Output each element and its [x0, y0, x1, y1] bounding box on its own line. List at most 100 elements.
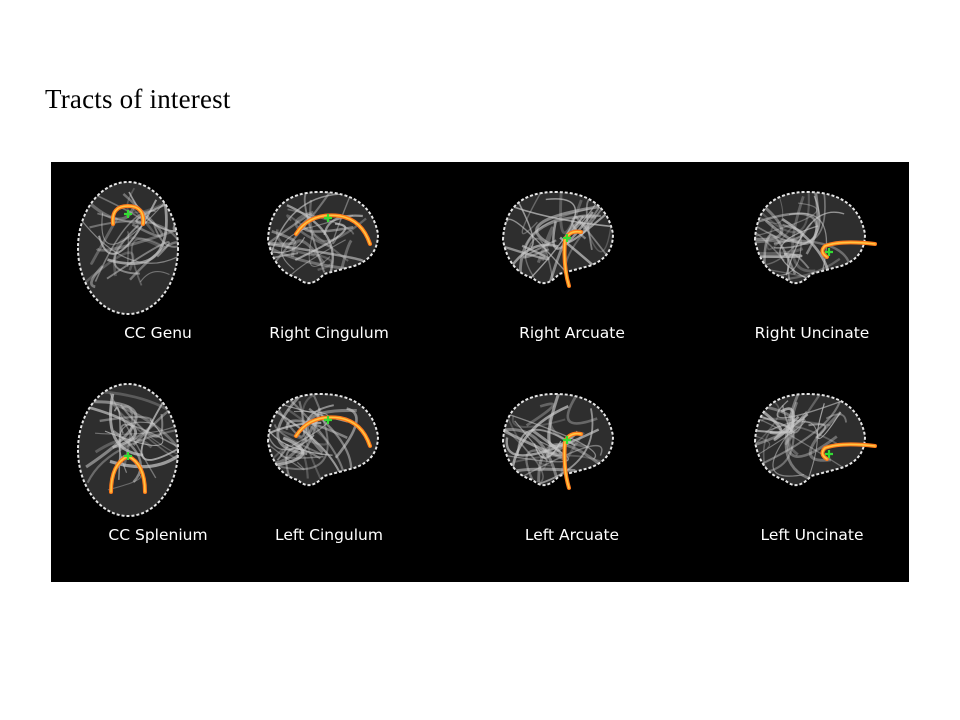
fiber-streak — [526, 408, 594, 486]
fiber-streak — [755, 419, 806, 460]
tractography-figure: CC Genu Right Cingulum Right Arcuate Rig… — [51, 162, 909, 582]
fiber-streak — [548, 221, 589, 284]
fiber-streak — [152, 221, 178, 248]
fiber-streak — [130, 237, 166, 286]
fiber-streak — [511, 415, 566, 428]
fiber-streak — [755, 202, 818, 238]
seed-marker — [825, 248, 833, 256]
fiber-streak — [538, 423, 552, 472]
fiber-streak — [816, 403, 842, 439]
fiber-streak — [84, 198, 135, 221]
fiber-streak — [503, 411, 596, 460]
figure-panel-left-uncinate: Left Uncinate — [705, 364, 909, 574]
tract-highlight — [295, 214, 371, 245]
fiber-streak — [98, 199, 158, 255]
white-matter-texture — [755, 192, 852, 284]
fiber-streak — [548, 415, 588, 449]
fiber-streak — [780, 407, 795, 435]
fiber-streak — [130, 206, 155, 234]
fiber-streak — [495, 421, 502, 448]
fiber-streak — [95, 220, 178, 252]
fiber-streak — [525, 402, 555, 427]
fiber-streak — [580, 203, 607, 236]
fiber-streak — [113, 224, 140, 275]
fiber-streak — [755, 192, 810, 234]
tract-highlight — [563, 432, 582, 489]
fiber-streak — [786, 253, 810, 281]
fiber-streak — [84, 251, 135, 284]
fiber-streak — [755, 247, 804, 256]
fiber-streak — [566, 209, 612, 244]
fiber-streak — [80, 219, 178, 264]
fiber-streak — [773, 413, 809, 441]
fiber-streak — [290, 239, 326, 265]
figure-panel-right-cingulum: Right Cingulum — [222, 162, 436, 372]
figure-panel-right-uncinate: Right Uncinate — [705, 162, 909, 372]
fiber-streak — [268, 436, 305, 469]
fiber-streak — [286, 214, 349, 262]
seed-marker — [324, 214, 332, 222]
fiber-streak — [521, 192, 542, 235]
fiber-streak — [139, 270, 170, 283]
seed-marker — [563, 436, 571, 444]
fiber-streak — [755, 229, 785, 262]
fiber-streak — [278, 395, 329, 471]
fiber-streak — [533, 440, 562, 459]
fiber-streak — [126, 231, 130, 267]
fiber-streak — [276, 444, 289, 461]
tract-highlight — [821, 443, 876, 460]
fiber-streak — [268, 411, 333, 456]
fiber-streak — [280, 450, 324, 459]
fiber-streak — [88, 389, 178, 438]
seed-marker — [563, 234, 571, 242]
seed-marker — [124, 210, 132, 218]
fiber-streak — [106, 241, 170, 280]
tract-highlight — [111, 205, 145, 225]
fiber-streak — [286, 204, 334, 274]
fiber-streak — [273, 424, 324, 456]
fiber-streak — [120, 423, 178, 460]
fiber-streak — [268, 252, 299, 263]
brain-slice-cc-splenium — [77, 383, 190, 517]
fiber-streak — [140, 429, 178, 456]
fiber-streak — [301, 394, 330, 481]
fiber-streak — [294, 222, 347, 261]
fiber-streak — [559, 192, 583, 235]
brain-slice-right-cingulum — [266, 190, 380, 285]
fiber-streak — [184, 434, 190, 479]
figure-panel-left-cingulum: Left Cingulum — [222, 364, 436, 574]
panel-label-right-arcuate: Right Arcuate — [519, 324, 625, 342]
fiber-streak — [776, 395, 855, 419]
fiber-streak — [505, 428, 600, 457]
brain-slice-left-uncinate — [753, 392, 877, 487]
fiber-streak — [119, 404, 164, 438]
fiber-streak — [785, 211, 845, 276]
fiber-streak — [268, 418, 319, 465]
fiber-streak — [515, 197, 534, 248]
fiber-streak — [566, 395, 598, 425]
fiber-streak — [773, 195, 821, 249]
fiber-streak — [268, 236, 306, 254]
figure-panel-left-arcuate: Left Arcuate — [465, 364, 679, 574]
fiber-streak — [525, 449, 568, 486]
panel-label-left-uncinate: Left Uncinate — [760, 526, 864, 544]
seed-marker — [324, 416, 332, 424]
panel-label-left-cingulum: Left Cingulum — [275, 526, 383, 544]
fiber-streak — [286, 239, 346, 284]
brain-slice-left-arcuate — [495, 392, 615, 490]
fiber-streak — [788, 212, 828, 284]
white-matter-texture — [755, 394, 855, 486]
fiber-streak — [129, 241, 178, 281]
fiber-streak — [755, 195, 784, 224]
fiber-streak — [112, 430, 142, 483]
fiber-streak — [784, 394, 820, 483]
fiber-streak — [585, 198, 593, 251]
fiber-streak — [305, 409, 357, 454]
fiber-streak — [503, 409, 552, 467]
brain-slice-left-cingulum — [266, 392, 380, 487]
fiber-streak — [304, 404, 334, 434]
fiber-streak — [514, 206, 613, 228]
brain-slice-right-arcuate — [501, 190, 615, 288]
tract-highlight — [821, 241, 876, 258]
fiber-streak — [503, 428, 558, 478]
